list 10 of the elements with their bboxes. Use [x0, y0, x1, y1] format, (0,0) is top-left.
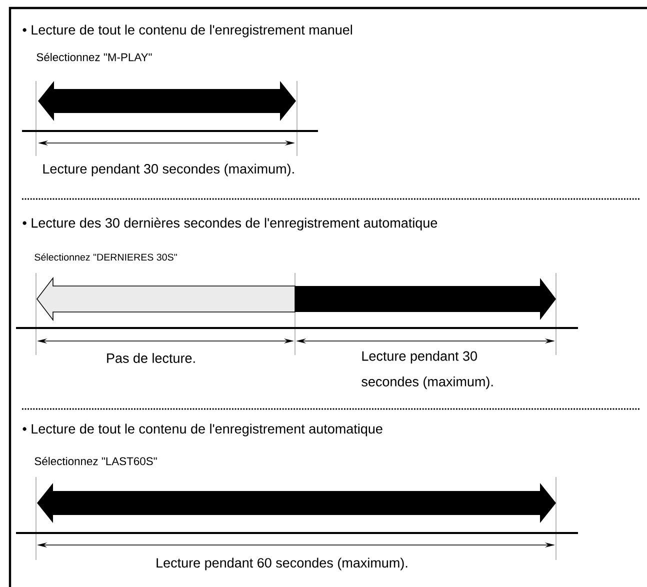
duration-label: Lecture pendant 30 secondes (maximum).: [362, 350, 493, 390]
section-heading: • Lecture des 30 dernières secondes de l'enregistrement automatique: [22, 218, 438, 230]
section-heading: • Lecture de tout le contenu de l'enregistrement manuel: [22, 24, 352, 38]
menu-selection-label: Sélectionnez "LAST60S": [34, 456, 157, 466]
section-heading: • Lecture de tout le contenu de l'enregistrement automatique: [22, 424, 382, 436]
duration-label: Lecture pendant 30 secondes (maximum).: [43, 164, 294, 176]
duration-label: Pas de lecture.: [107, 353, 195, 363]
menu-selection-label: Sélectionnez "DERNIERES 30S": [34, 253, 177, 261]
duration-label: Lecture pendant 60 secondes (maximum).: [156, 558, 408, 570]
menu-selection-label: Sélectionnez "M-PLAY": [36, 52, 152, 62]
